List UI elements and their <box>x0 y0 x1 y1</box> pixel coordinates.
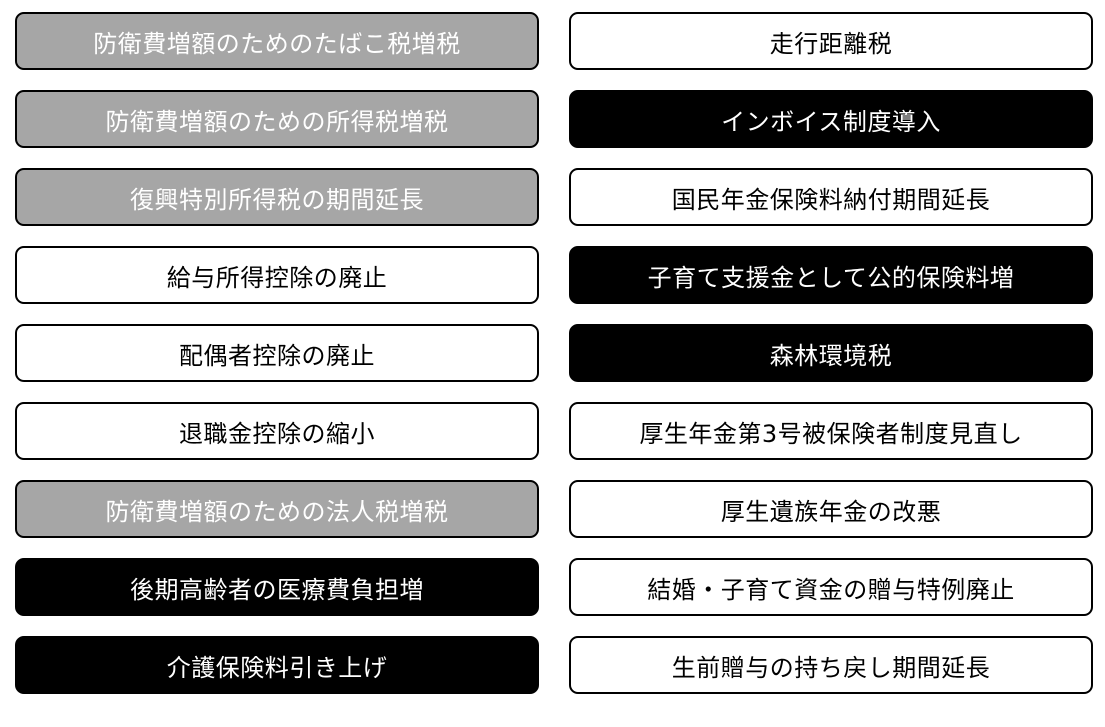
policy-label: 子育て支援金として公的保険料増 <box>647 263 1015 292</box>
policy-box-retirement-deduction: 退職金控除の縮小 <box>15 402 539 460</box>
policy-label: 後期高齢者の医療費負担増 <box>130 575 424 604</box>
policy-box-corporate-tax: 防衛費増額のための法人税増税 <box>15 480 539 538</box>
policy-box-reconstruction-tax: 復興特別所得税の期間延長 <box>15 168 539 226</box>
policy-grid: 防衛費増額のためのたばこ税増税 走行距離税 防衛費増額のための所得税増税 インボ… <box>15 12 1093 694</box>
policy-box-mileage-tax: 走行距離税 <box>569 12 1093 70</box>
policy-box-care-insurance-increase: 介護保険料引き上げ <box>15 636 539 694</box>
policy-label: 防衛費増額のための所得税増税 <box>105 107 449 136</box>
policy-box-child-support-levy: 子育て支援金として公的保険料増 <box>569 246 1093 304</box>
policy-box-forest-tax: 森林環境税 <box>569 324 1093 382</box>
policy-box-salary-deduction: 給与所得控除の廃止 <box>15 246 539 304</box>
policy-label: 生前贈与の持ち戻し期間延長 <box>671 653 991 682</box>
policy-label: 復興特別所得税の期間延長 <box>130 185 424 214</box>
policy-box-national-pension-extension: 国民年金保険料納付期間延長 <box>569 168 1093 226</box>
policy-label: 結婚・子育て資金の贈与特例廃止 <box>647 575 1015 604</box>
policy-label: 介護保険料引き上げ <box>166 653 388 682</box>
policy-label: 退職金控除の縮小 <box>179 419 375 448</box>
policy-box-gift-lookback-extension: 生前贈与の持ち戻し期間延長 <box>569 636 1093 694</box>
policy-label: 配偶者控除の廃止 <box>179 341 375 370</box>
policy-box-income-tax: 防衛費増額のための所得税増税 <box>15 90 539 148</box>
policy-box-survivor-pension: 厚生遺族年金の改悪 <box>569 480 1093 538</box>
policy-label: 走行距離税 <box>769 29 893 58</box>
policy-label: 給与所得控除の廃止 <box>166 263 388 292</box>
policy-box-spouse-deduction: 配偶者控除の廃止 <box>15 324 539 382</box>
policy-box-elderly-medical-burden: 後期高齢者の医療費負担増 <box>15 558 539 616</box>
policy-label: 防衛費増額のための法人税増税 <box>105 497 449 526</box>
policy-label: 厚生年金第3号被保険者制度見直し <box>639 419 1023 448</box>
policy-box-invoice-system: インボイス制度導入 <box>569 90 1093 148</box>
policy-label: 防衛費増額のためのたばこ税増税 <box>93 29 461 58</box>
policy-label: インボイス制度導入 <box>721 107 941 136</box>
policy-label: 森林環境税 <box>769 341 893 370</box>
policy-box-marriage-gift-exemption: 結婚・子育て資金の贈与特例廃止 <box>569 558 1093 616</box>
policy-label: 厚生遺族年金の改悪 <box>720 497 942 526</box>
policy-box-tobacco-tax: 防衛費増額のためのたばこ税増税 <box>15 12 539 70</box>
policy-label: 国民年金保険料納付期間延長 <box>671 185 991 214</box>
policy-box-category-3-review: 厚生年金第3号被保険者制度見直し <box>569 402 1093 460</box>
